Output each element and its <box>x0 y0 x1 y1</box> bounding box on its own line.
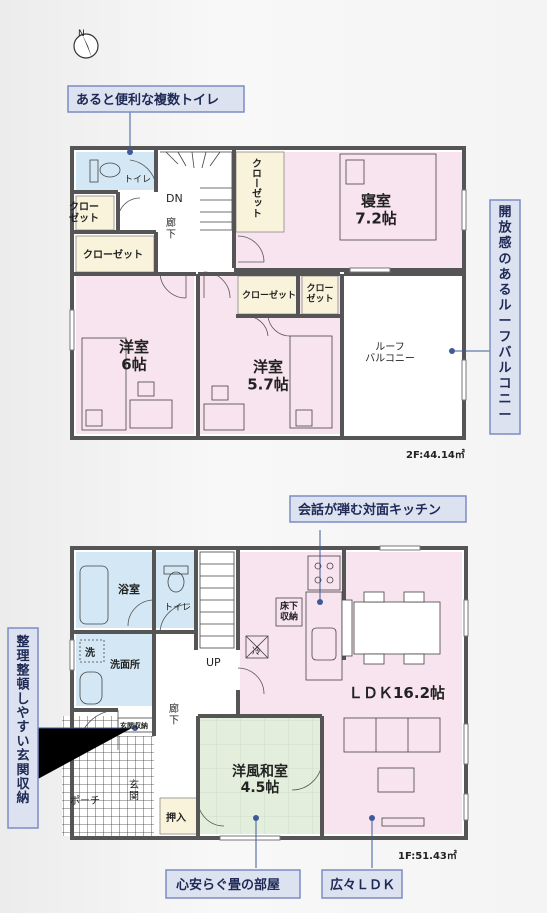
tv-board-icon <box>381 817 425 827</box>
windows-2f <box>69 189 467 401</box>
label-washroom: 洗面所 <box>110 658 140 671</box>
washer-box <box>79 639 105 663</box>
label-entrance: 玄関 <box>129 778 139 803</box>
closet-e-2f <box>301 275 339 315</box>
label-corridor-2f: 廊下 <box>166 216 176 241</box>
label-closet-d-2f: クローゼット <box>242 289 296 301</box>
desk-icon <box>203 403 245 431</box>
toilet-icon <box>99 162 121 178</box>
label-closet-a-2f: クローゼット <box>250 158 262 218</box>
callout-toilets-text: あると便利な複数トイレ <box>76 92 219 108</box>
closet-b-small-2f <box>75 195 115 231</box>
callout-ldk-text: 広々ＬＤＫ <box>330 877 395 893</box>
closet-a-2f <box>235 151 285 233</box>
toilet-icon <box>167 571 185 593</box>
compass-letter: N <box>78 29 85 39</box>
label-corridor-1f: 廊下 <box>169 702 179 727</box>
desk-icon <box>129 399 173 429</box>
sink-icon <box>311 627 337 661</box>
closet-d-2f <box>237 275 299 315</box>
bathtub-icon <box>79 565 109 625</box>
washitsu-room <box>200 718 322 834</box>
label-ldk: ＬＤＫ16.2帖 <box>348 684 445 702</box>
doors-2f <box>117 159 291 337</box>
label-toilet-1f: トイレ <box>164 603 191 613</box>
area-1f: 1F:51.43㎡ <box>398 849 457 862</box>
underfloor-box <box>275 597 303 627</box>
kitchen-marker-icon <box>317 599 323 605</box>
callout-storage-text: 整理整頓しやすい玄関収納 <box>15 634 30 806</box>
bed-icon <box>339 153 437 241</box>
fridge-box <box>245 635 269 659</box>
table-icon <box>377 767 415 793</box>
western-6-room <box>76 276 194 434</box>
bath-room <box>76 552 152 628</box>
closet-c-2f <box>75 235 155 273</box>
callout-kitchen: 会話が弾む対面キッチン <box>289 495 467 523</box>
callout-storage: 整理整頓しやすい玄関収納 <box>7 627 39 829</box>
callout-balcony: 開放感のあるルーフバルコニー <box>489 199 521 435</box>
callout-ldk: 広々ＬＤＫ <box>321 869 403 899</box>
compass-icon: N <box>73 29 99 59</box>
basin-icon <box>79 671 103 705</box>
stove-icon <box>307 555 341 591</box>
sofa-icon <box>343 717 441 753</box>
label-fridge: 冷 <box>252 645 261 657</box>
label-closet-small-2f: クローゼット <box>69 201 99 225</box>
toilet-1f-room <box>156 552 194 628</box>
label-bath: 浴室 <box>118 582 140 596</box>
label-oshiire: 押入 <box>166 811 186 824</box>
bath-fixtures <box>79 565 189 705</box>
windows-1f <box>69 545 469 841</box>
toilet-marker-icon <box>127 149 133 155</box>
label-closet-c-2f: クローゼット <box>83 248 143 261</box>
living-set <box>343 717 441 827</box>
callout-balcony-text: 開放感のあるルーフバルコニー <box>497 205 512 423</box>
tatami-marker-icon <box>253 815 259 821</box>
callout-tatami: 心安らぐ畳の部屋 <box>165 869 301 899</box>
roof-balcony-room <box>344 276 462 434</box>
walls-2f <box>70 146 466 440</box>
entrance-tile <box>118 736 154 836</box>
kitchen-fixtures <box>245 555 343 681</box>
label-roof-balcony: ルーフバルコニー <box>365 342 415 365</box>
dining-set <box>341 591 441 665</box>
callout-kitchen-text: 会話が弾む対面キッチン <box>298 502 441 518</box>
label-underfloor: 床下収納 <box>280 600 298 622</box>
label-up: UP <box>206 656 221 669</box>
toilet-2f-room <box>76 152 154 190</box>
callout-tatami-text: 心安らぐ畳の部屋 <box>176 877 280 893</box>
floor-1-plan: 浴室 トイレ 洗 洗面所 UP 床下収納 冷 ＬＤＫ16.2帖 廊下 玄関収納 … <box>35 530 469 868</box>
ldk-marker-icon <box>369 815 375 821</box>
label-wash-mark: 洗 <box>85 646 95 659</box>
label-dn: DN <box>166 192 183 205</box>
oshiire-1f <box>159 797 199 835</box>
callout-toilets: あると便利な複数トイレ <box>67 85 245 155</box>
label-toilet-2f: トイレ <box>124 175 151 185</box>
stairs-1f <box>199 551 235 649</box>
label-porch: ポーチ <box>70 795 100 807</box>
label-closet-e-2f: クローゼット <box>306 283 333 304</box>
balcony-marker-icon <box>449 348 455 354</box>
storage-marker-icon <box>132 725 138 731</box>
bed-icon <box>289 335 333 429</box>
furniture-2f <box>81 153 437 431</box>
area-2f: 2F:44.14㎡ <box>406 448 465 461</box>
label-entrance-storage: 玄関収納 <box>120 721 148 730</box>
bed-icon <box>81 337 127 431</box>
washroom-room <box>76 634 152 706</box>
